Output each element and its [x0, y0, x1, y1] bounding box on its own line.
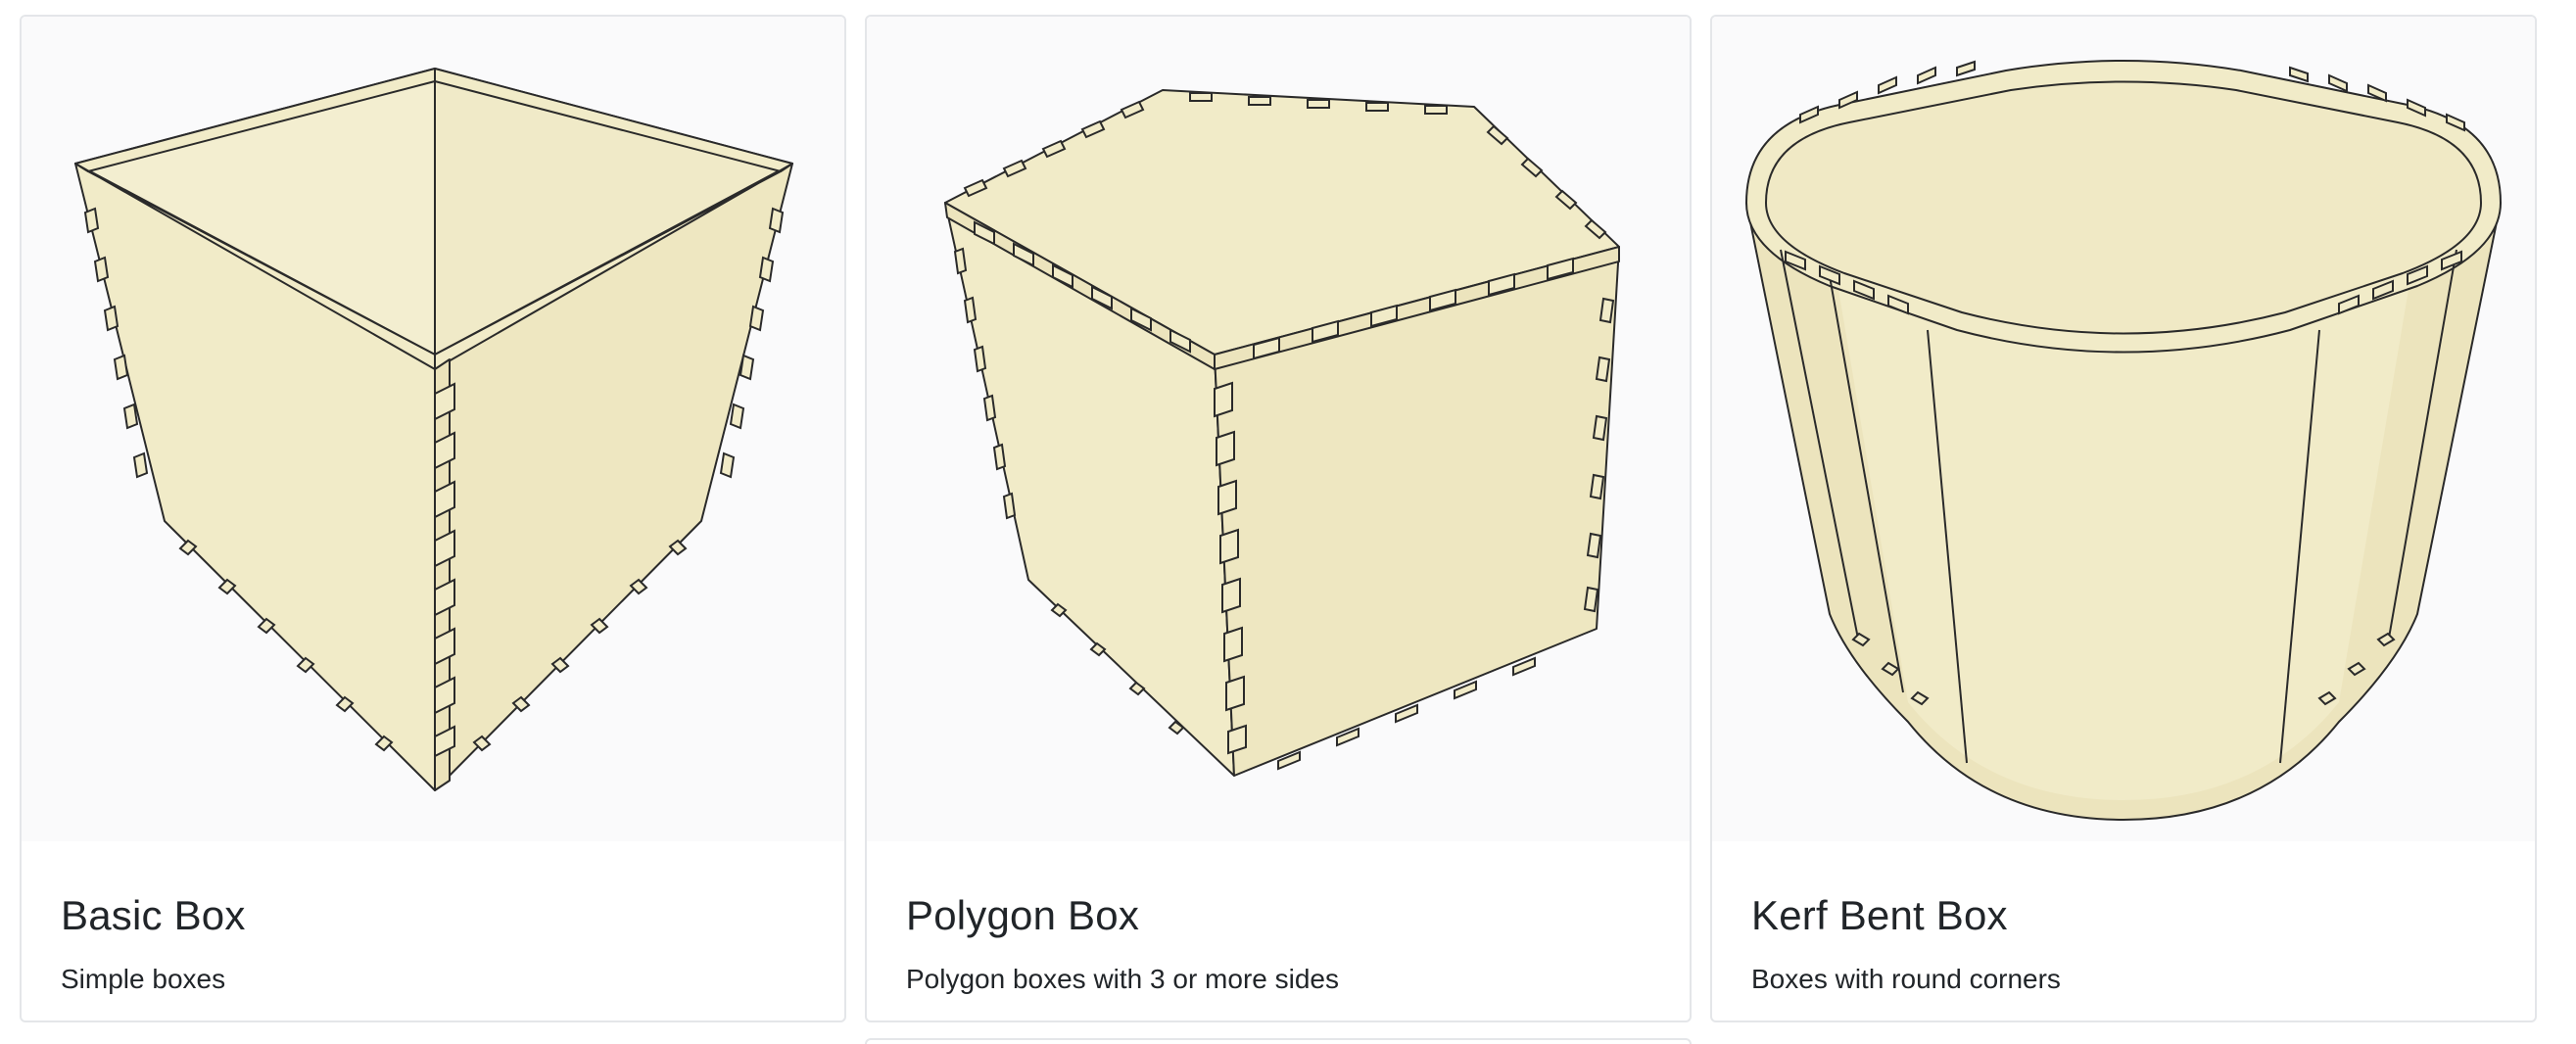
card-body: Polygon Box Polygon boxes with 3 or more…: [867, 841, 1690, 996]
card-next-row-peek: [865, 1038, 1692, 1044]
card-title[interactable]: Basic Box: [61, 892, 246, 938]
card-title[interactable]: Kerf Bent Box: [1751, 892, 2008, 938]
basic-box-illustration: [74, 68, 793, 791]
card-body: Basic Box Simple boxes: [22, 841, 844, 996]
polygon-box-illustration: [944, 89, 1620, 777]
basic-box-render[interactable]: [22, 17, 844, 841]
card-body: Kerf Bent Box Boxes with round corners: [1712, 841, 2535, 996]
card-description: Polygon boxes with 3 or more sides: [906, 964, 1339, 994]
polygon-box-render[interactable]: [867, 17, 1690, 841]
card-kerf-bent-box[interactable]: Kerf Bent Box Boxes with round corners: [1710, 15, 2537, 1022]
card-description: Simple boxes: [61, 964, 226, 994]
card-polygon-box[interactable]: Polygon Box Polygon boxes with 3 or more…: [865, 15, 1692, 1022]
kerf-bent-box-render[interactable]: [1712, 17, 2535, 841]
card-basic-box[interactable]: Basic Box Simple boxes: [20, 15, 846, 1022]
card-title[interactable]: Polygon Box: [906, 892, 1140, 938]
kerf-bent-box-illustration: [1745, 60, 2502, 821]
card-description: Boxes with round corners: [1751, 964, 2061, 994]
